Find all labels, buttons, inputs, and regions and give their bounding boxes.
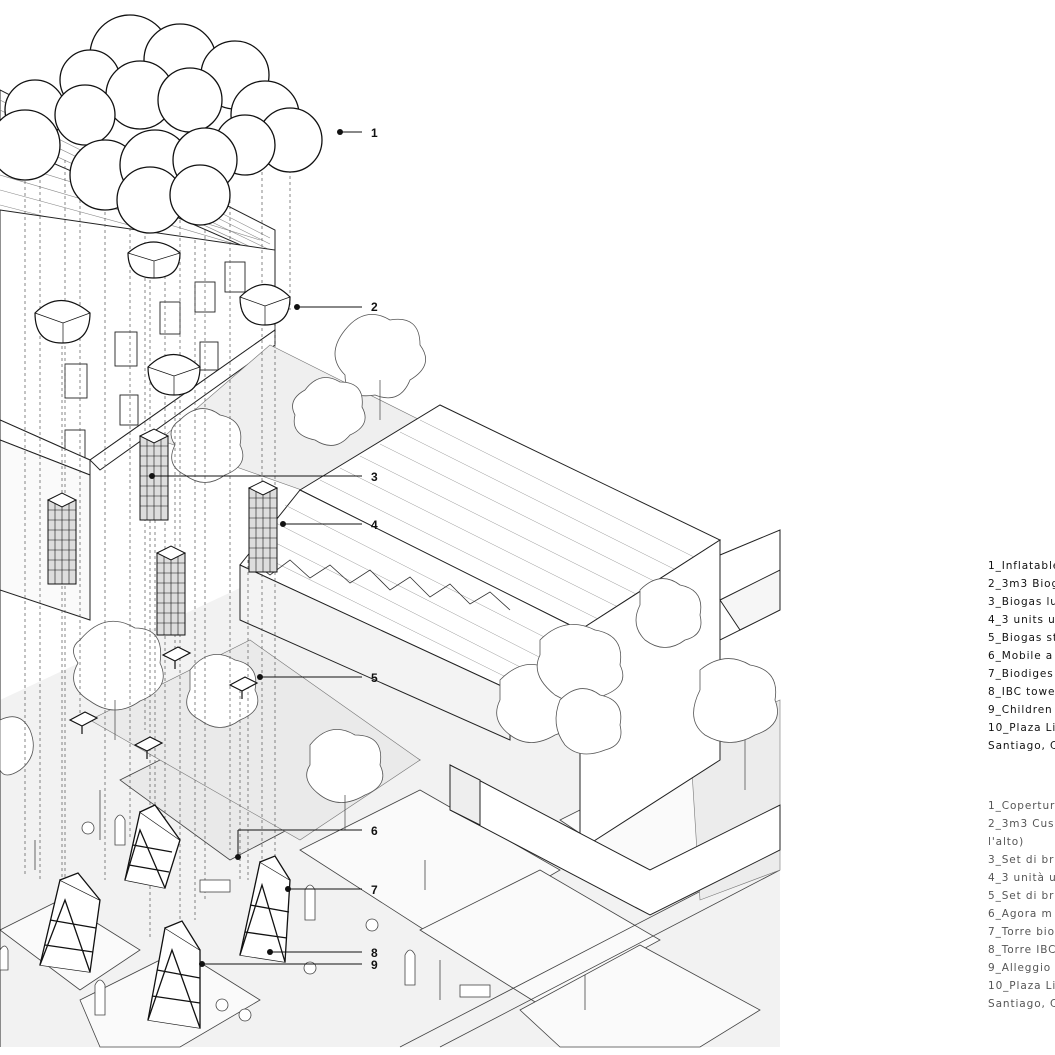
- legend-it-item-4: 3_Set di br: [988, 854, 1055, 866]
- legend-it-item-9: 8_Torre IBC: [988, 944, 1055, 956]
- inflatable-cover: [0, 14, 323, 234]
- legend-en-item-2: 2_3m3 Biog: [988, 578, 1055, 590]
- digester-tower-3: [239, 855, 291, 963]
- legend-en-item-10: 10_Plaza Li: [988, 722, 1055, 734]
- digester-tower-2: [39, 872, 101, 973]
- legend-en-item-6: 6_Mobile a: [988, 650, 1054, 662]
- callout-7: 7: [371, 883, 378, 897]
- legend-it-item-3: l'alto): [988, 836, 1025, 848]
- legend-it-item-5: 4_3 unità u: [988, 872, 1055, 884]
- legend-it-item-6: 5_Set di br: [988, 890, 1055, 902]
- legend-english: 1_Inflatable 2_3m3 Biog 3_Biogas lu 4_3 …: [988, 557, 1055, 755]
- annex-building: [449, 529, 781, 916]
- legend-it-item-1: 1_Copertur: [988, 800, 1055, 812]
- callout-9: 9: [371, 958, 378, 972]
- callout-6: 6: [371, 824, 378, 838]
- callout-1: 1: [371, 126, 378, 140]
- biogas-pods: [34, 241, 291, 396]
- legend-en-item-11: Santiago, C: [988, 740, 1055, 752]
- callout-leaders: [152, 131, 362, 965]
- legend-en-item-7: 7_Biodiges: [988, 668, 1054, 680]
- legend-en-item-3: 3_Biogas lu: [988, 596, 1055, 608]
- module-tower-a: [46, 492, 78, 585]
- legend-en-item-9: 9_Children: [988, 704, 1053, 716]
- callout-3: 3: [371, 470, 378, 484]
- legend-en-item-5: 5_Biogas st: [988, 632, 1055, 644]
- callout-dots: [149, 129, 343, 967]
- legend-en-item-8: 8_IBC towe: [988, 686, 1055, 698]
- module-tower-c: [155, 545, 187, 636]
- callout-8: 8: [371, 946, 378, 960]
- legend-italian: 1_Copertur 2_3m3 Cus l'alto) 3_Set di br…: [988, 797, 1055, 1013]
- legend-it-item-2: 2_3m3 Cus: [988, 818, 1055, 830]
- biogas-modules: [46, 428, 279, 636]
- legend-it-item-11: 10_Plaza Li: [988, 980, 1055, 992]
- legend-it-item-8: 7_Torre bio: [988, 926, 1055, 938]
- projection-lines: [24, 160, 291, 950]
- people-and-furniture: [0, 790, 586, 1022]
- legend-it-item-7: 6_Agora m: [988, 908, 1053, 920]
- biodigester-towers: [39, 804, 291, 1029]
- digester-tower-4: [147, 920, 201, 1029]
- biogas-storage-units: [68, 646, 259, 759]
- callout-2: 2: [371, 300, 378, 314]
- legend-en-item-1: 1_Inflatable: [988, 560, 1055, 572]
- digester-tower-1: [124, 804, 181, 889]
- callout-4: 4: [371, 518, 378, 532]
- module-tower-d: [247, 480, 279, 573]
- legend-it-item-10: 9_Alleggio: [988, 962, 1052, 974]
- legend-en-item-4: 4_3 units u: [988, 614, 1055, 626]
- callout-5: 5: [371, 671, 378, 685]
- legend-it-item-12: Santiago, C: [988, 998, 1055, 1010]
